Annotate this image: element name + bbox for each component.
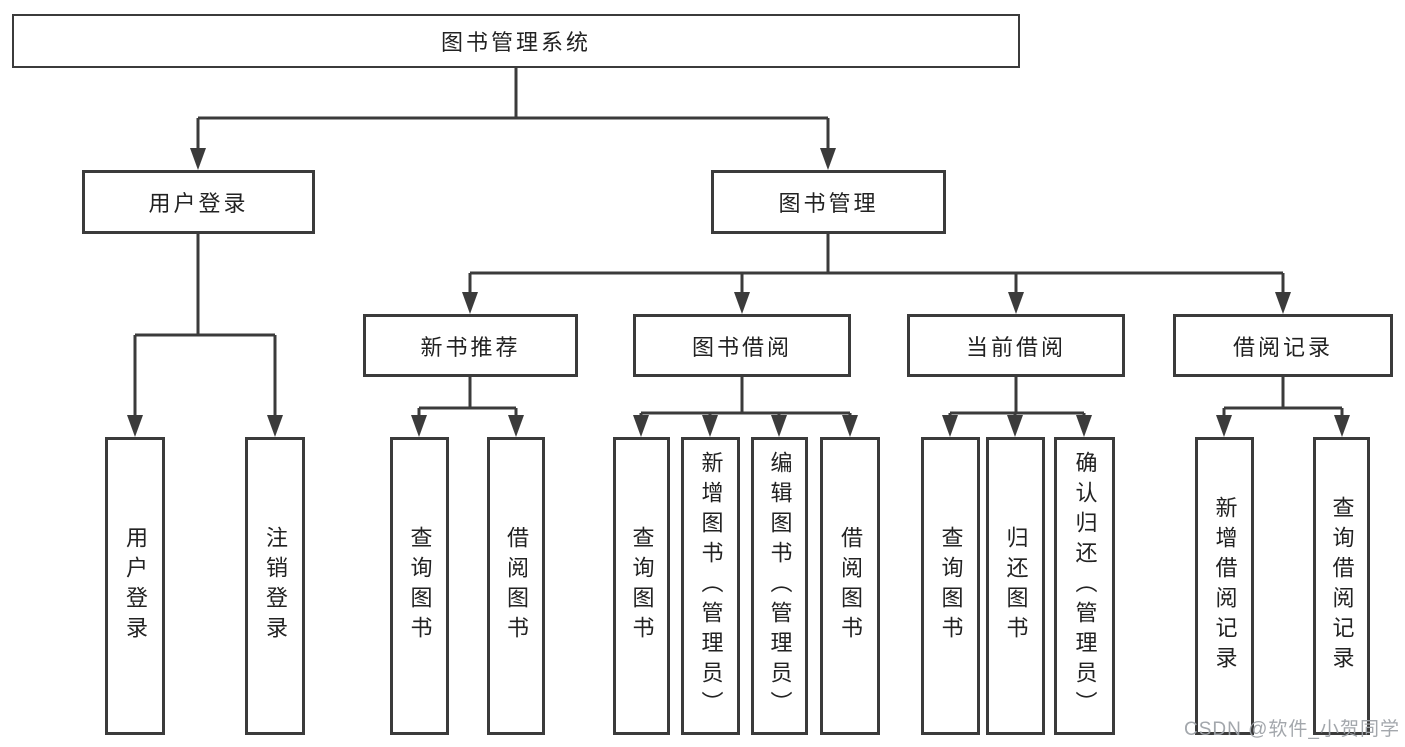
node-borrow-records: 借阅记录 bbox=[1173, 314, 1393, 377]
leaf-logout-label: 注销登录 bbox=[263, 526, 288, 646]
leaf-query-borrow-record-label: 查询借阅记录 bbox=[1329, 496, 1355, 676]
watermark: CSDN @软件_小贺同学 bbox=[1184, 719, 1400, 740]
leaf-borrow-book-recommend: 借阅图书 bbox=[487, 437, 545, 735]
leaf-confirm-return-admin: 确认归还（管理员） bbox=[1054, 437, 1115, 735]
node-book-borrow: 图书借阅 bbox=[633, 314, 851, 377]
leaf-query-book-borrow: 查询图书 bbox=[613, 437, 670, 735]
node-current-borrow: 当前借阅 bbox=[907, 314, 1125, 377]
leaf-query-borrow-record: 查询借阅记录 bbox=[1313, 437, 1370, 735]
leaf-borrow-book-label: 借阅图书 bbox=[838, 526, 863, 646]
leaf-return-book: 归还图书 bbox=[986, 437, 1045, 735]
node-book-management: 图书管理 bbox=[711, 170, 946, 234]
leaf-edit-book-admin: 编辑图书（管理员） bbox=[751, 437, 808, 735]
leaf-borrow-book-recommend-label: 借阅图书 bbox=[504, 526, 529, 646]
leaf-add-book-admin-label: 新增图书（管理员） bbox=[698, 451, 724, 721]
leaf-query-book-recommend: 查询图书 bbox=[390, 437, 449, 735]
node-new-book-recommend-label: 新书推荐 bbox=[420, 334, 521, 360]
node-new-book-recommend: 新书推荐 bbox=[363, 314, 578, 377]
leaf-query-book-recommend-label: 查询图书 bbox=[407, 526, 433, 646]
leaf-confirm-return-admin-label: 确认归还（管理员） bbox=[1072, 451, 1098, 721]
leaf-add-book-admin: 新增图书（管理员） bbox=[681, 437, 740, 735]
node-current-borrow-label: 当前借阅 bbox=[965, 334, 1066, 360]
node-root: 图书管理系统 bbox=[12, 14, 1020, 68]
node-root-label: 图书管理系统 bbox=[440, 30, 591, 55]
node-user-login-label: 用户登录 bbox=[148, 191, 249, 216]
leaf-edit-book-admin-label: 编辑图书（管理员） bbox=[767, 451, 793, 721]
leaf-user-login-label: 用户登录 bbox=[123, 526, 148, 646]
leaf-borrow-book: 借阅图书 bbox=[820, 437, 880, 735]
leaf-query-book-current: 查询图书 bbox=[921, 437, 980, 735]
leaf-return-book-label: 归还图书 bbox=[1003, 526, 1029, 646]
node-borrow-records-label: 借阅记录 bbox=[1232, 334, 1333, 360]
node-book-management-label: 图书管理 bbox=[778, 191, 879, 216]
leaf-add-borrow-record-label: 新增借阅记录 bbox=[1212, 496, 1238, 676]
node-user-login: 用户登录 bbox=[82, 170, 315, 234]
leaf-user-login: 用户登录 bbox=[105, 437, 165, 735]
node-book-borrow-label: 图书借阅 bbox=[691, 334, 792, 360]
leaf-query-book-borrow-label: 查询图书 bbox=[629, 526, 655, 646]
leaf-add-borrow-record: 新增借阅记录 bbox=[1195, 437, 1254, 735]
leaf-query-book-current-label: 查询图书 bbox=[938, 526, 964, 646]
leaf-logout: 注销登录 bbox=[245, 437, 305, 735]
connector-paths bbox=[133, 68, 1344, 420]
